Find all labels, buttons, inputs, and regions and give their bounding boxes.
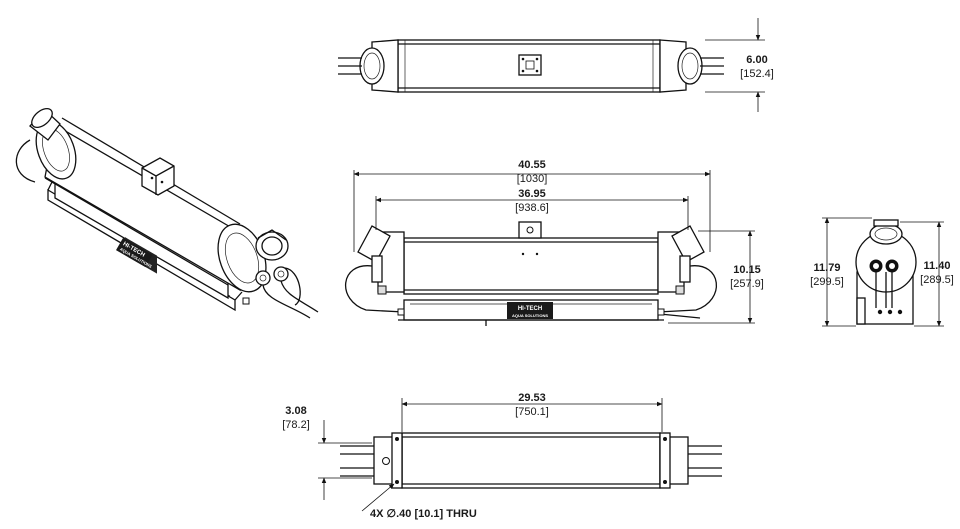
hole-spacing-in: 29.53 xyxy=(518,392,546,404)
front-logo-text-2: AQUA SOLUTIONS xyxy=(512,313,548,318)
front-view: HI-TECH AQUA SOLUTIONS 40.55 [1030] xyxy=(344,159,764,326)
hole-spacing-mm: [750.1] xyxy=(515,406,549,418)
isometric-view: HI-TECH AQUA SOLUTIONS xyxy=(15,107,319,319)
front-logo-text-1: HI-TECH xyxy=(518,306,542,312)
top-view: 6.00 [152.4] xyxy=(338,18,774,112)
side-height-inner-mm: [289.5] xyxy=(920,274,954,286)
front-height-in: 10.15 xyxy=(733,264,761,276)
front-height-mm: [257.9] xyxy=(730,278,764,290)
side-view: 11.79 [299.5] 11.40 [289.5] xyxy=(810,217,954,327)
side-height-inner-in: 11.40 xyxy=(924,260,951,272)
side-height-outer-mm: [299.5] xyxy=(810,276,844,288)
top-width-mm: [152.4] xyxy=(740,68,774,80)
side-height-outer-in: 11.79 xyxy=(814,262,841,274)
base-width-in: 3.08 xyxy=(285,405,306,417)
top-width-in: 6.00 xyxy=(746,54,767,66)
hole-note: 4X ∅.40 [10.1] THRU xyxy=(370,508,477,520)
base-width-mm: [78.2] xyxy=(282,419,310,431)
bottom-view: 29.53 [750.1] 3.08 [78.2] 4X ∅.40 [10.1]… xyxy=(282,392,722,520)
body-length-mm: [938.6] xyxy=(515,202,549,214)
body-length-in: 36.95 xyxy=(518,188,546,200)
overall-length-mm: [1030] xyxy=(517,173,548,185)
overall-length-in: 40.55 xyxy=(518,159,546,171)
